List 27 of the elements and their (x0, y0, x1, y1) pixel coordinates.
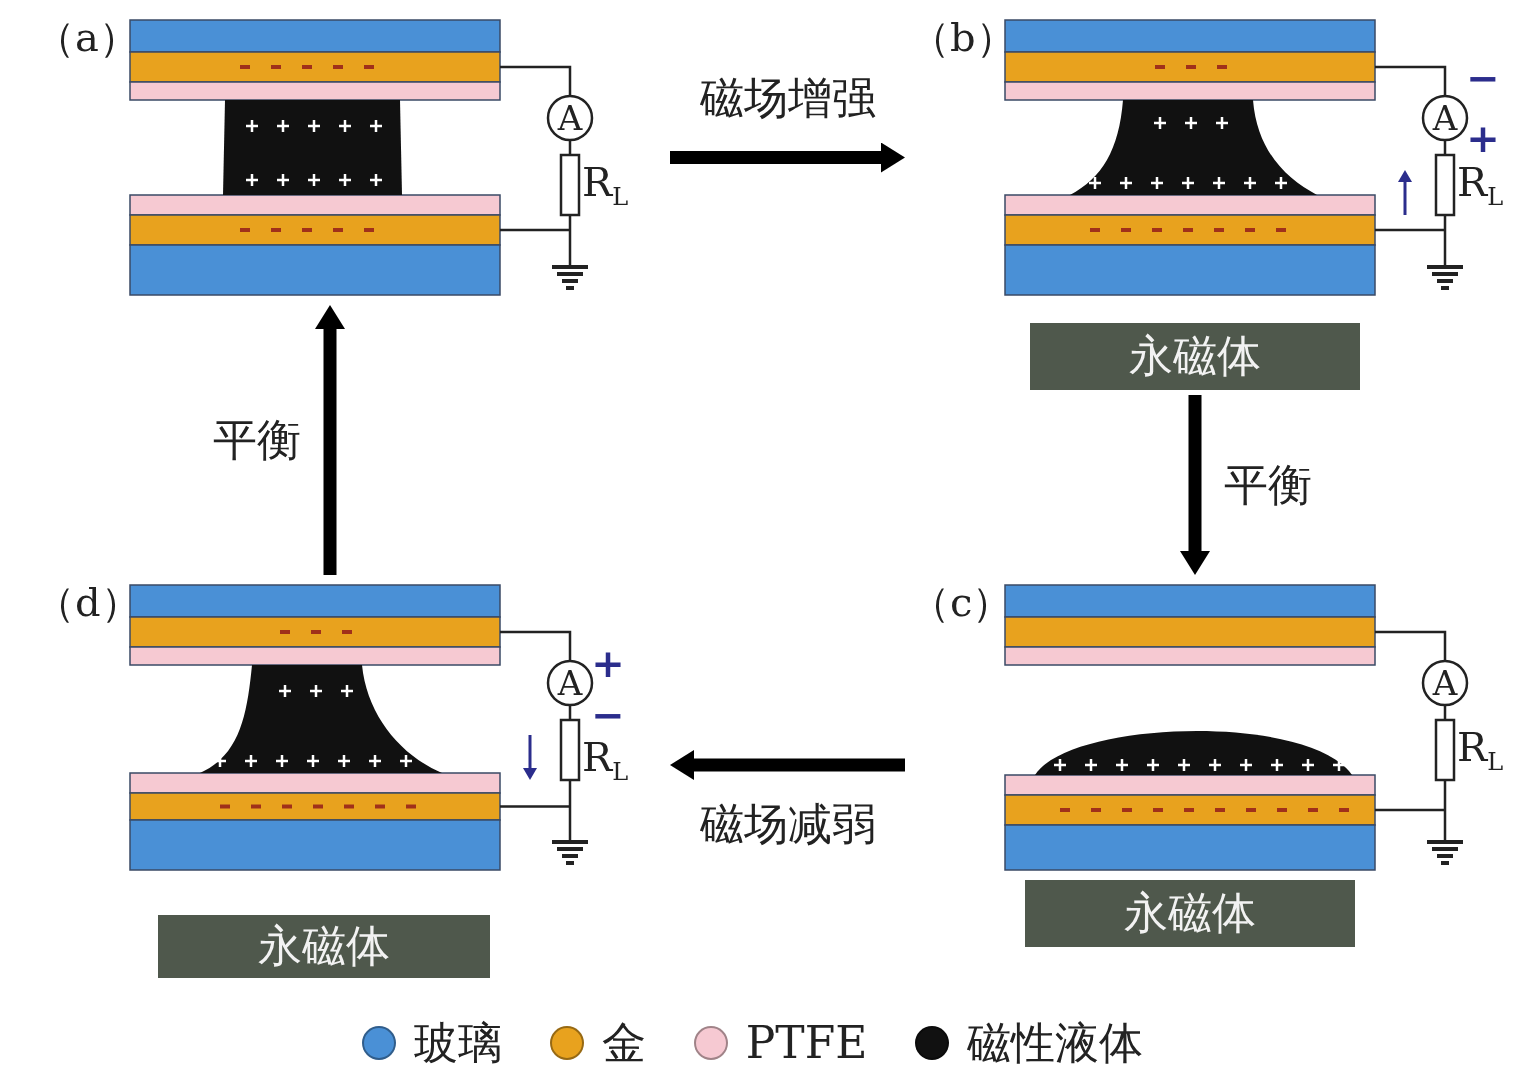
panel-label: （c） (910, 580, 1013, 624)
ammeter-symbol-label: A (1432, 665, 1458, 701)
polarity-sign: − (591, 695, 625, 735)
legend-label: 金 (601, 1018, 646, 1068)
ammeter-symbol-label: A (1432, 100, 1458, 136)
panel-label: （b） (910, 15, 1016, 59)
ammeter-symbol-label: A (557, 100, 583, 136)
resistor-label: R$_{L}$ (582, 160, 629, 213)
polarity-sign: + (591, 643, 625, 683)
arrow (315, 305, 345, 575)
arrow (670, 142, 905, 173)
polarity-sign: + (1466, 118, 1500, 158)
legend-label: 磁性液体 (967, 1018, 1144, 1068)
magnet-block: 永磁体 (1030, 323, 1360, 390)
arrow (1180, 395, 1210, 575)
resistor-label: R$_{L}$ (1457, 160, 1504, 213)
arrow (670, 750, 905, 780)
magnet-block: 永磁体 (158, 915, 490, 978)
legend-label: PTFE (745, 1018, 868, 1068)
magnet-block: 永磁体 (1025, 880, 1355, 947)
panel-label: （a） (35, 15, 139, 59)
resistor-label: R$_{L}$ (1457, 725, 1504, 778)
legend-label: 玻璃 (413, 1018, 502, 1068)
resistor-label: R$_{L}$ (582, 735, 629, 788)
ammeter-symbol-label: A (557, 665, 583, 701)
polarity-sign: − (1466, 58, 1500, 98)
panel-label: （d） (35, 580, 141, 624)
